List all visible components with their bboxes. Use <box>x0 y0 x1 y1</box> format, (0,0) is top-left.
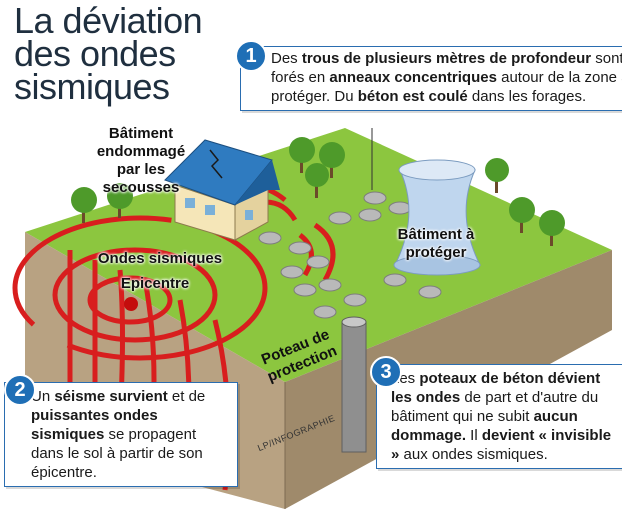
step-2-bold-b: puissantes ondes sismiques <box>31 407 158 443</box>
step-3-text-b: de part et d'autre du bâtiment qui ne su… <box>391 389 599 425</box>
protected-building <box>393 159 481 276</box>
step-1-box: Des trous de plusieurs mètres de profond… <box>240 46 622 111</box>
protected-building-label: Bâtiment à protéger <box>397 226 475 261</box>
title-line-3: sismiques <box>14 66 170 107</box>
concrete-posts <box>258 191 442 319</box>
epicenter-label: Epicentre <box>120 275 190 292</box>
step-1-text-c: autour de la zone à protéger. Du <box>271 69 622 105</box>
page-title: La déviation des ondes sismiques <box>14 0 203 107</box>
step-1-bold-a: trous de plusieurs mètres de profondeur <box>301 50 592 67</box>
step-2-badge: 2 <box>4 374 36 406</box>
step-2-text-b: et de <box>167 388 206 405</box>
step-3-text-c: Il <box>466 427 482 444</box>
step-3-badge: 3 <box>370 356 402 388</box>
step-3-bold-a: poteaux de béton dévient les ondes <box>391 370 601 406</box>
damaged-house <box>164 139 280 241</box>
seismic-waves-label: Ondes sismiques <box>97 250 223 267</box>
step-2-text-c: se propagent dans le sol à partir de son… <box>31 426 203 481</box>
epicenter-marker <box>124 297 138 311</box>
title-line-1: La déviation <box>14 0 203 41</box>
step-1-bold-b: anneaux concentriques <box>329 69 497 86</box>
title-line-2: des ondes <box>14 33 176 74</box>
step-2-box: Un séisme survient et de puissantes onde… <box>4 382 238 487</box>
step-1-text-b: sont forés en <box>271 50 622 86</box>
protection-post <box>341 316 367 453</box>
step-1-bold-c: béton est coulé <box>357 88 468 105</box>
step-1-badge: 1 <box>235 40 267 72</box>
step-2-bold-a: séisme survient <box>54 388 168 405</box>
step-3-bold-b: aucun dommage. <box>391 408 578 444</box>
damaged-building-label: Bâtiment endommagé par les secousses <box>96 125 186 196</box>
step-3-text-d: aux ondes sismiques. <box>399 446 548 463</box>
trees <box>71 137 565 246</box>
step-3-box: Les poteaux de béton dévient les ondes d… <box>376 364 622 469</box>
step-1-text-d: dans les forages. <box>467 88 587 105</box>
step-3-bold-c: devient « invisible » <box>391 427 612 463</box>
step-1-text-a: Des <box>271 50 302 67</box>
